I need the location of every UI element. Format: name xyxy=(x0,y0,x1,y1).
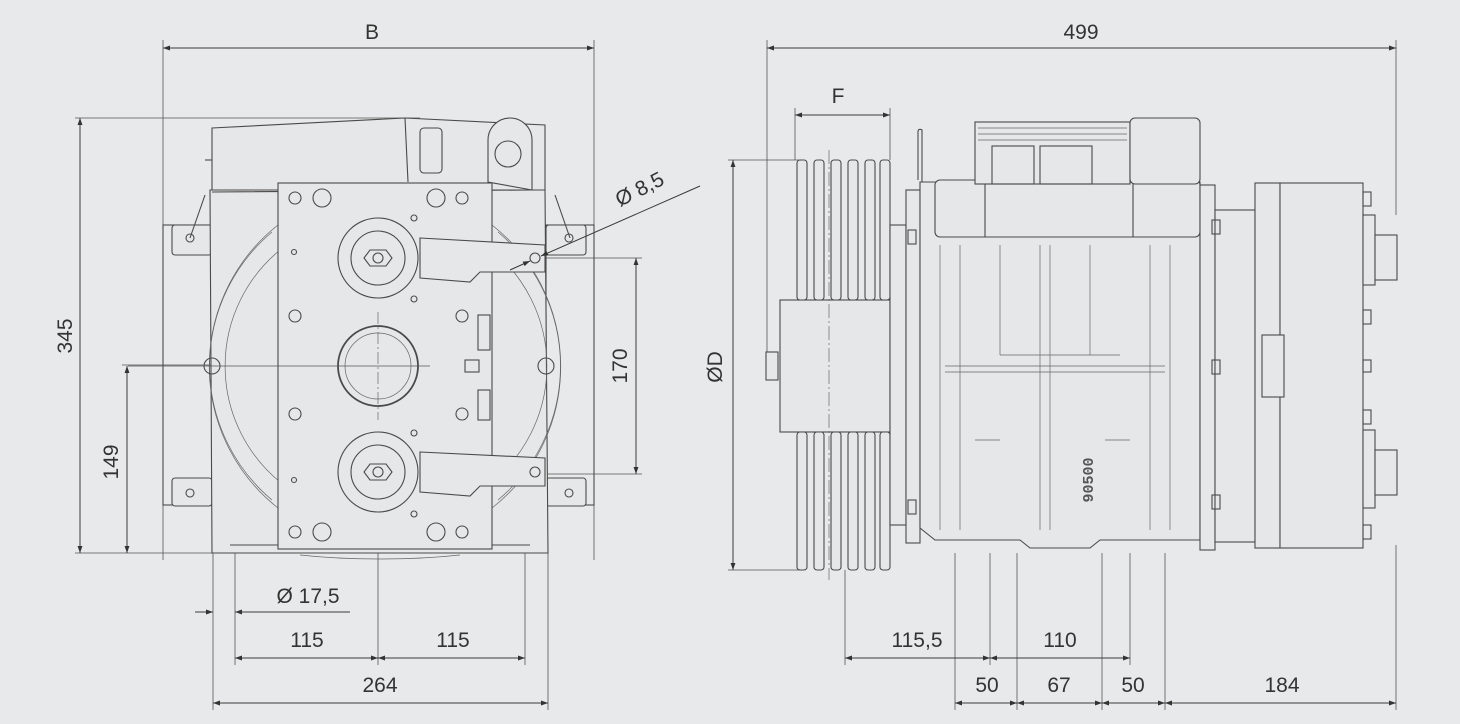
brake-bolts xyxy=(907,191,1372,540)
foot-top-left xyxy=(171,224,213,256)
dim-label-od: ØD xyxy=(704,351,727,383)
lifting-eye xyxy=(487,117,533,191)
dim-label-115-left: 115 xyxy=(290,629,324,652)
dim-label-115-right: 115 xyxy=(436,629,470,652)
casting-mark: 90500 xyxy=(1081,457,1098,502)
terminal-housing xyxy=(1129,117,1201,185)
dim-label-67: 67 xyxy=(1047,674,1071,697)
dim-label-499: 499 xyxy=(1063,21,1099,44)
fan-box xyxy=(974,121,1131,185)
dim-label-170: 170 xyxy=(609,348,632,384)
dim-label-345: 345 xyxy=(54,318,77,354)
dim-label-264: 264 xyxy=(362,674,398,697)
dim-label-b: B xyxy=(364,21,380,44)
side-view: 90500 xyxy=(728,40,1398,710)
housing-ribs xyxy=(939,245,1171,530)
bolts xyxy=(288,188,491,542)
tension-arm-top xyxy=(337,217,546,299)
terminal-box xyxy=(211,117,546,191)
dim-label-110: 110 xyxy=(1043,629,1077,652)
side-dimension-lines xyxy=(730,45,1396,706)
sheave-flange xyxy=(889,224,907,526)
tension-arm-bottom xyxy=(337,431,546,513)
sheave-hub xyxy=(779,299,891,433)
dim-label-50-right: 50 xyxy=(1121,674,1145,697)
dim-label-50-left: 50 xyxy=(975,674,999,697)
dim-label-f: F xyxy=(831,85,845,108)
foot-bottom-left xyxy=(171,477,213,507)
cable-gland xyxy=(419,127,443,174)
dim-label-hole-17-5: Ø 17,5 xyxy=(276,585,340,608)
front-view xyxy=(75,40,701,710)
dim-label-149: 149 xyxy=(100,444,123,480)
side-top-cover xyxy=(934,179,1201,238)
traction-sheave xyxy=(765,150,891,580)
brake-disc xyxy=(1279,182,1364,549)
dim-label-115-5: 115,5 xyxy=(891,629,943,652)
side-extension-lines xyxy=(728,40,1397,710)
front-dimension-lines xyxy=(77,45,701,706)
right-flange xyxy=(545,224,595,506)
foot-bottom-right xyxy=(545,477,587,507)
dim-label-184: 184 xyxy=(1264,674,1300,697)
